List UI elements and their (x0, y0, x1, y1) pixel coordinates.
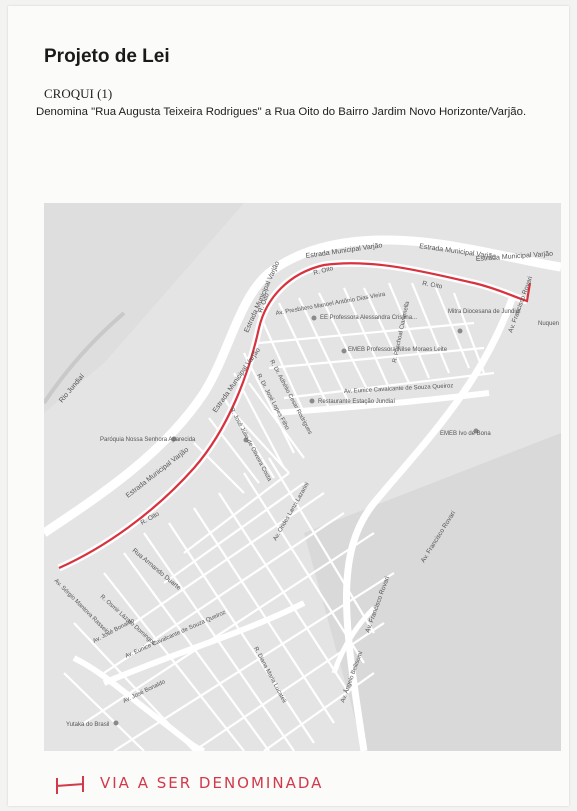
poi-emeb-ivo-marker (473, 428, 479, 434)
legend: VIA A SER DENOMINADA (52, 770, 472, 800)
label-yutaka: Yutaka do Brasil (66, 722, 109, 728)
poi-restaurante-marker (309, 398, 315, 404)
poi-ee-professora-marker (311, 315, 317, 321)
map-svg: Estrada Municipal Varjão Estrada Municip… (44, 203, 561, 751)
poi-yutaka-marker (113, 720, 119, 726)
residential-crossstreets-north (233, 321, 495, 474)
legend-label: VIA A SER DENOMINADA (100, 774, 324, 792)
road-av-angelo (331, 606, 376, 674)
label-emeb-ivo: EMEB Ivo de Bona (440, 431, 491, 437)
label-restaurante: Restaurante Estação Jundiaí (318, 399, 395, 405)
document-title: Projeto de Lei (44, 46, 170, 67)
river-jundiai (44, 311, 126, 405)
highlighted-street-rua-oito (58, 262, 532, 570)
label-mitra: Mitra Diocesana de Jundiaí (448, 309, 521, 315)
legend-swatch-icon (55, 776, 85, 794)
document-description: Denomina "Rua Augusta Teixeira Rodrigues… (36, 106, 527, 118)
label-ee-professora: EE Professora Alessandra Cristina... (320, 315, 417, 321)
poi-pin-marker (243, 437, 249, 443)
poi-paroquia-marker (171, 436, 177, 442)
poi-mitra-marker (457, 328, 463, 334)
street-map: Estrada Municipal Varjão Estrada Municip… (44, 203, 561, 751)
label-emeb-professora: EMEB Professora Nilse Moraes Leite (348, 347, 448, 353)
open-area-nw (44, 203, 244, 413)
road-av-francisco-rovari (343, 291, 518, 751)
label-paroquia: Paróquia Nossa Senhora Aparecida (100, 437, 196, 443)
road-av-eunice-lower (102, 600, 306, 686)
label-rua-oito-right: R. Oito (422, 280, 444, 290)
document-subtitle: CROQUI (1) (44, 86, 113, 101)
poi-markers (113, 315, 479, 726)
road-av-jose-bonaldo (72, 655, 206, 751)
label-nuquen: Nuquen (538, 321, 559, 327)
label-av-eunice-top: Av. Eunice Cavalcante de Souza Queiroz (344, 383, 454, 395)
poi-emeb-nilse-marker (341, 348, 347, 354)
road-estrada-varjao (44, 235, 561, 537)
